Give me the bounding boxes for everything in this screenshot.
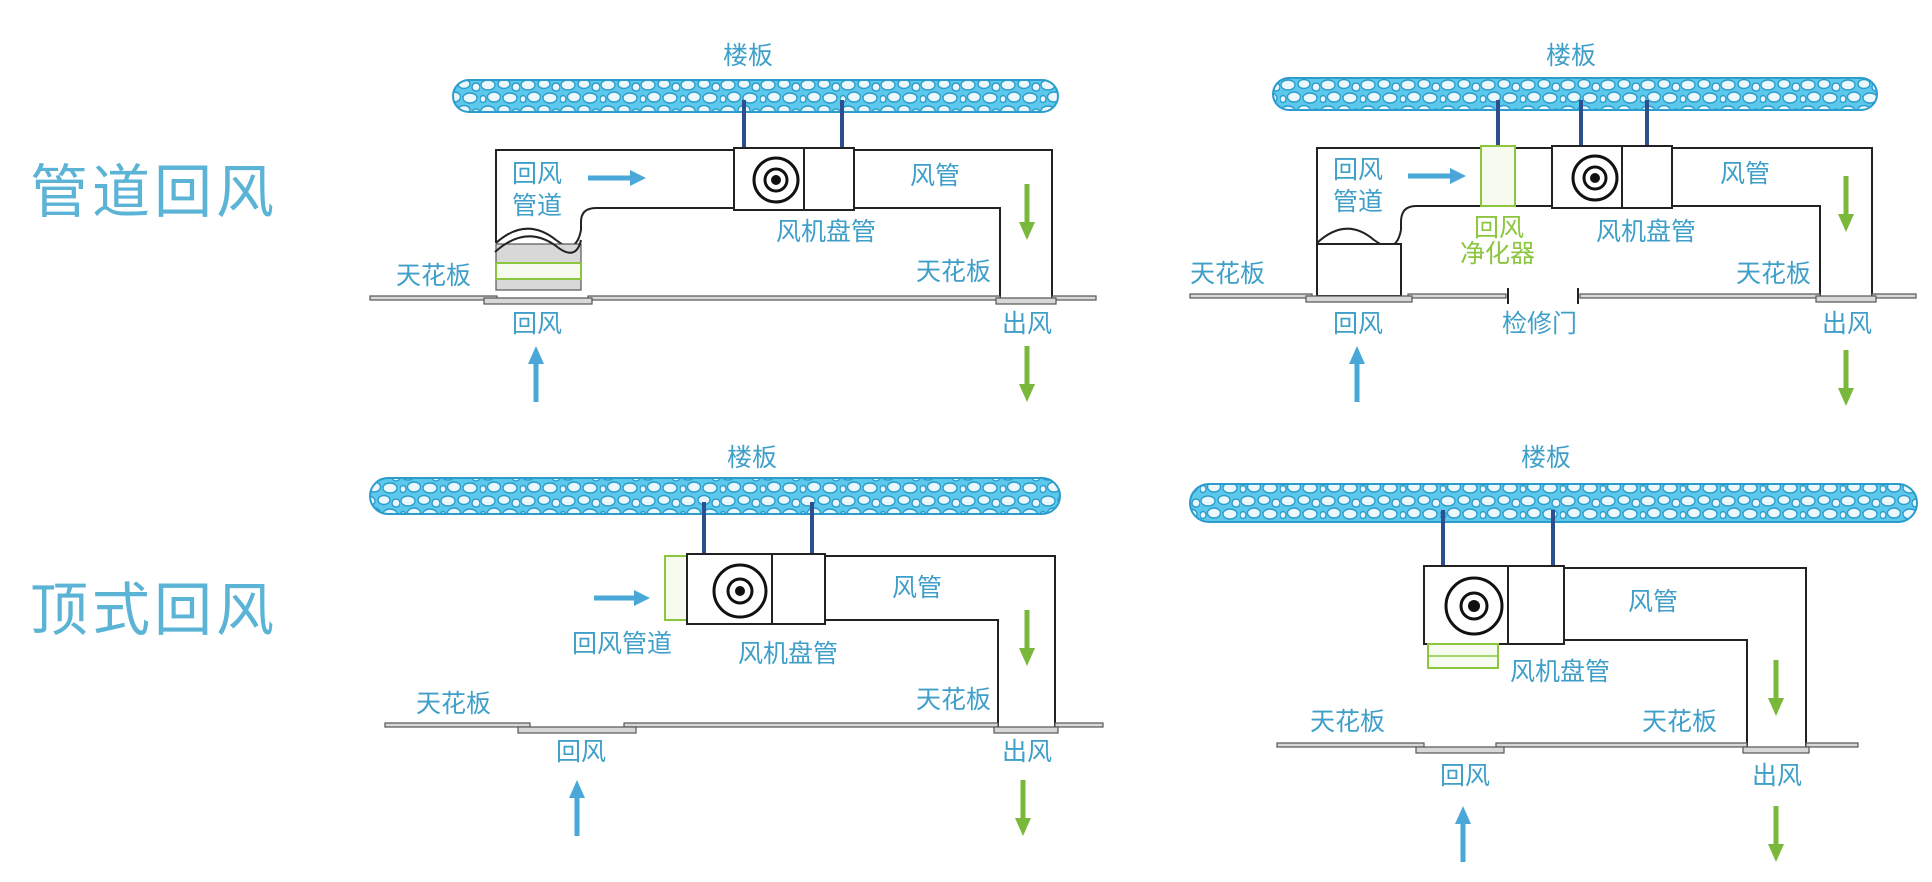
ceiling-label: 天花板 [1310,707,1385,736]
floor-slab [452,79,1059,113]
ceiling [1871,293,1917,299]
return-air-label: 回风 [1440,761,1490,790]
supply-air-label: 出风 [1002,737,1052,766]
arrow-up-icon [569,780,585,798]
supply-duct [822,555,1056,728]
return-air-label: 回风 [512,309,562,338]
panel-top-return-filter: 楼板 风管 风机盘管 天花板 天花板 回风 出风 [1189,443,1918,862]
return-duct-label: 管道 [512,191,562,220]
ceiling [1407,293,1507,299]
ceiling-label: 天花板 [1642,707,1717,736]
ceiling-label: 天花板 [916,257,991,286]
ceiling [623,722,999,728]
supply-duct [850,149,1053,300]
floor-slab-label: 楼板 [1546,41,1596,70]
arrow-up-icon [1349,346,1365,364]
floor-slab [369,477,1061,515]
panel-top-return-basic: 楼板 回风管道 风管 风机盘管 天花板 天花板 回风 出风 [369,443,1104,836]
return-filter [664,555,688,621]
ceiling [587,295,1001,301]
arrow-down-icon [1838,214,1854,232]
arrow-down-icon [1768,844,1784,862]
ceiling [1189,293,1313,299]
arrow-down-icon [1838,388,1854,406]
ceiling-label: 天花板 [1190,259,1265,288]
supply-air-label: 出风 [1002,309,1052,338]
fan-coil-label: 风机盘管 [1596,217,1696,246]
supply-air-label: 出风 [1822,309,1872,338]
arrow-right-icon [1450,168,1466,184]
purifier-label: 回风 [1474,213,1524,242]
arrow-down-icon [1019,222,1035,240]
ceiling-label: 天花板 [1736,259,1811,288]
panel-duct-return-basic: 楼板 回风 管道 风管 风机盘管 天花板 天花板 回风 出风 [369,41,1097,402]
return-air-purifier [1480,145,1516,207]
return-duct-label: 回风管道 [572,629,672,658]
floor-slab-label: 楼板 [727,443,777,472]
air-duct-label: 风管 [910,161,960,190]
ceiling-label: 天花板 [916,685,991,714]
arrow-down-icon [1019,648,1035,666]
arrow-up-icon [528,346,544,364]
arrow-down-icon [1019,384,1035,402]
ceiling [1276,742,1425,748]
arrow-right-icon [630,170,646,186]
arrow-up-icon [1455,806,1471,824]
air-duct-label: 风管 [1628,587,1678,616]
supply-duct [1563,567,1807,748]
ceiling [1051,295,1097,301]
return-duct-box [1316,243,1402,297]
return-duct-flex [1316,227,1402,248]
arrow-down-icon [1768,698,1784,716]
ceiling [1805,742,1859,748]
return-duct-label: 回风 [1333,155,1383,184]
ceiling [1579,293,1821,299]
return-duct-label: 管道 [1333,187,1383,216]
floor-slab-label: 楼板 [1521,443,1571,472]
label-top-return: 顶式回风 [30,576,278,644]
floor-slab-label: 楼板 [723,41,773,70]
supply-duct [1668,147,1873,300]
ceiling [369,295,498,301]
ceiling [384,722,531,728]
air-duct-label: 风管 [1720,159,1770,188]
fan-coil-label: 风机盘管 [776,217,876,246]
ceiling [1054,722,1104,728]
label-duct-return: 管道回风 [30,158,278,226]
fan-coil-label: 风机盘管 [738,639,838,668]
air-duct-label: 风管 [892,573,942,602]
return-filter [495,262,582,280]
return-duct [1316,147,1552,243]
access-door-label: 检修门 [1502,309,1577,338]
ceiling [1495,742,1748,748]
arrow-down-icon [1015,818,1031,836]
purifier-label: 净化器 [1460,239,1535,268]
return-duct-label: 回风 [512,159,562,188]
panel-duct-return-purifier: 楼板 回风 管道 回风 净化器 风管 风机盘管 天花板 天花板 回风 检修门 出… [1189,41,1917,406]
fan-coil-label: 风机盘管 [1510,657,1610,686]
return-air-label: 回风 [556,737,606,766]
supply-air-label: 出风 [1752,761,1802,790]
ceiling-label: 天花板 [416,689,491,718]
floor-slab [1272,77,1878,111]
arrow-right-icon [634,590,650,606]
ceiling-label: 天花板 [396,261,471,290]
return-duct-flex [494,235,582,254]
return-air-label: 回风 [1333,309,1383,338]
